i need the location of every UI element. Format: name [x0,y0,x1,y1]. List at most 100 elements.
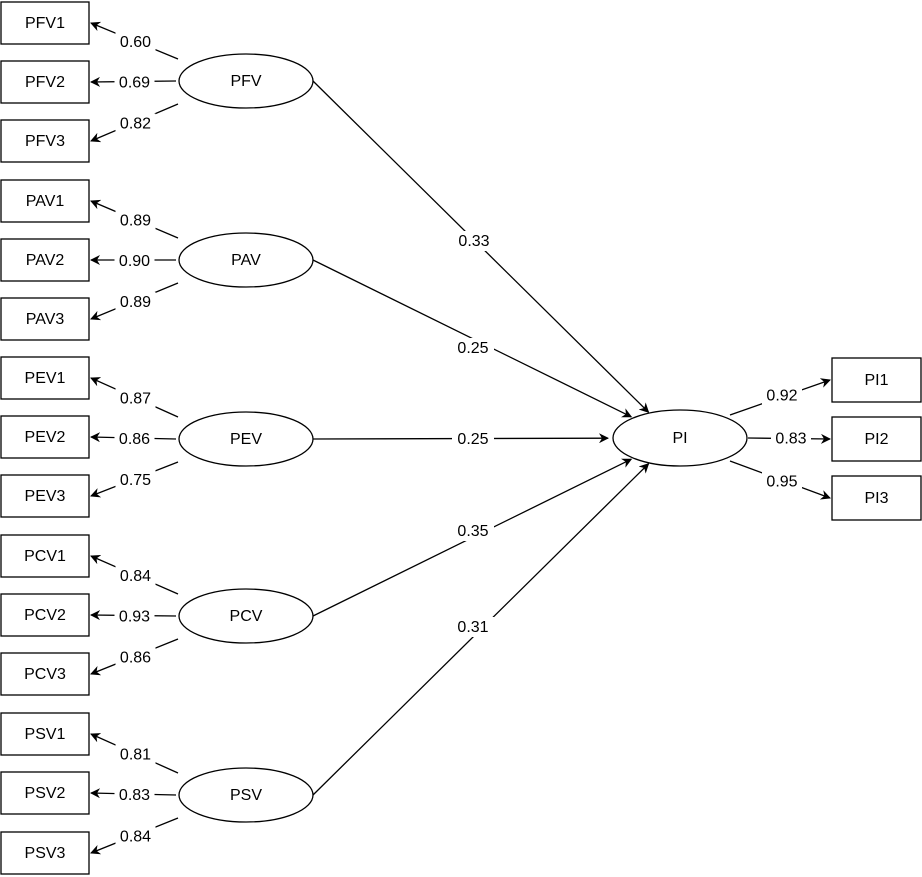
loading-label-pi3: 0.95 [766,474,797,491]
loading-label-pcv3-background [115,647,156,668]
loading-label-pev3-background [115,470,156,490]
loading-label-pev2-background [114,429,155,449]
indicator-pcv2-box [0,593,90,637]
loading-label-pcv3: 0.86 [120,650,151,667]
indicator-psv2: PSV2 [0,771,90,815]
indicator-pav2-label: PAV2 [26,252,65,269]
construct-pi: PI [612,409,748,467]
indicator-pfv3: PFV3 [0,119,90,163]
loading-label-pev3: 0.75 [120,472,151,489]
loading-label-pav1-background [115,210,156,231]
indicator-pev2-label: PEV2 [25,429,66,446]
construct-pcv-label: PCV [230,608,263,625]
construct-pav: PAV [178,232,314,288]
loading-label-pcv2-background [114,606,155,627]
path-coefficient-pcv: 0.35 [457,523,488,540]
loading-label-pev2: 0.86 [119,431,150,448]
indicator-pev3-label: PEV3 [25,488,66,505]
construct-pfv-ellipse [178,53,314,109]
indicator-pcv1-box [0,534,90,578]
path-coefficient-psv-background [452,617,494,637]
indicator-pfv1: PFV1 [0,1,90,45]
indicator-pfv3-box [0,119,90,163]
loading-label-pcv2: 0.93 [119,609,150,626]
indicator-pav3: PAV3 [0,297,90,341]
indicator-pav2-box [0,238,90,282]
indicator-pi2-label: PI2 [864,431,888,448]
loading-label-pav2: 0.90 [119,253,150,270]
path-coefficient-pav: 0.25 [457,340,488,357]
indicator-pfv2-box [0,60,90,104]
loading-label-pfv2-background [114,72,155,93]
indicator-pcv2-label: PCV2 [24,607,66,624]
indicator-pcv1: PCV1 [0,534,90,578]
indicator-pcv2: PCV2 [0,593,90,637]
loading-label-pav2-background [114,251,155,271]
loading-label-pfv1: 0.60 [120,34,151,51]
indicator-pfv2-label: PFV2 [25,74,65,91]
indicator-psv1-label: PSV1 [25,726,66,743]
indicator-pav1: PAV1 [0,179,90,223]
indicator-pfv3-label: PFV3 [25,133,65,150]
loading-label-pfv3-background [115,113,156,134]
path-coefficient-pcv-background [452,521,494,541]
construct-psv-ellipse [178,767,314,823]
construct-psv-label: PSV [230,787,262,804]
indicator-pfv1-box [0,1,90,45]
loading-label-pcv1-background [115,566,156,586]
construct-pfv: PFV [178,53,314,109]
indicator-pfv2: PFV2 [0,60,90,104]
path-coefficient-psv: 0.31 [457,619,488,636]
indicator-pev1-label: PEV1 [25,370,66,387]
indicator-psv2-label: PSV2 [25,785,66,802]
loading-label-psv2: 0.83 [119,787,150,804]
loading-label-pcv1: 0.84 [120,568,151,585]
construct-pev-ellipse [178,411,314,467]
loading-label-pfv3: 0.82 [120,116,151,133]
indicator-psv1-box [0,712,90,756]
indicator-psv3-label: PSV3 [25,845,66,862]
indicator-pfv1-label: PFV1 [25,15,65,32]
construct-pav-label: PAV [231,252,261,269]
loading-label-pev1: 0.87 [120,391,151,408]
construct-pev-label: PEV [230,431,262,448]
loading-label-pev1-background [115,388,156,409]
loading-label-pi2: 0.83 [775,431,806,448]
indicator-psv1: PSV1 [0,712,90,756]
construct-pcv: PCV [178,588,314,644]
indicator-pev3-box [0,474,90,518]
construct-pav-ellipse [178,232,314,288]
indicator-pi3: PI3 [831,475,922,521]
construct-pi-ellipse [612,409,748,467]
path-coefficient-pfv-background [453,231,495,251]
indicator-pcv3-label: PCV3 [24,666,66,683]
loading-label-pi3-background [762,471,802,492]
indicator-pi1-label: PI1 [864,372,888,389]
indicator-pi2-box [831,416,922,462]
loading-label-psv1: 0.81 [120,747,151,764]
path-coefficient-pav-background [452,338,494,358]
indicator-pav3-box [0,297,90,341]
loading-label-pi1: 0.92 [766,388,797,405]
construct-psv: PSV [178,767,314,823]
indicator-pi3-box [831,475,922,521]
indicator-pi1-box [831,357,922,403]
construct-pi-label: PI [672,430,687,447]
indicator-pev2: PEV2 [0,415,90,459]
loading-label-pi1-background [762,385,802,406]
loading-label-pav1: 0.89 [120,213,151,230]
indicator-pcv3: PCV3 [0,652,90,696]
indicator-psv3: PSV3 [0,831,90,875]
indicator-pcv1-label: PCV1 [24,548,66,565]
indicator-psv2-box [0,771,90,815]
loading-label-pav3: 0.89 [120,294,151,311]
loading-label-pfv1-background [115,32,156,52]
indicator-pev3: PEV3 [0,474,90,518]
loading-label-psv2-background [114,785,155,805]
construct-pcv-ellipse [178,588,314,644]
indicator-pi1: PI1 [831,357,922,403]
path-coefficient-pev: 0.25 [457,431,488,448]
path-coefficient-pfv: 0.33 [458,233,489,250]
indicator-pav1-label: PAV1 [26,193,65,210]
